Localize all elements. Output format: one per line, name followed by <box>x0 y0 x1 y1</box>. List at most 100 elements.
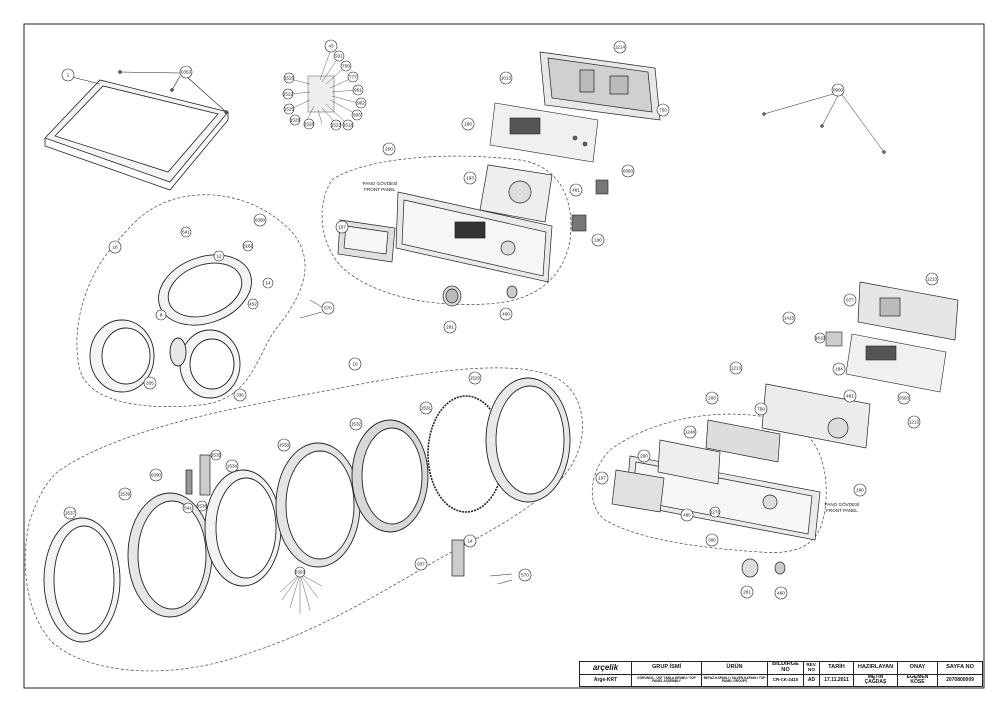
callout-c75: 281 <box>740 585 754 599</box>
svg-text:0900: 0900 <box>833 88 844 93</box>
svg-text:18: 18 <box>112 245 118 250</box>
hinge-parts <box>185 454 465 577</box>
svg-text:877: 877 <box>846 298 854 303</box>
title-block-logo-col: arçelik Arge-KRT <box>580 662 632 686</box>
callout-c36: 452 <box>247 298 259 310</box>
callout-c14: 1523 <box>330 119 342 131</box>
callout-c53: 0393 <box>294 566 306 578</box>
callout-c10: 1516 <box>342 119 354 131</box>
svg-text:281: 281 <box>446 325 454 330</box>
prepared-value: METİN ÇAĞDAŞ <box>854 675 897 687</box>
drawing-frame <box>23 23 985 689</box>
title-block-page-col: SAYFA NO 2070800009 <box>938 662 982 686</box>
svg-text:541: 541 <box>184 506 192 511</box>
callout-c64: 481 <box>843 389 857 403</box>
svg-text:1213: 1213 <box>909 420 920 425</box>
switch-parts-a <box>571 179 609 232</box>
svg-text:200: 200 <box>385 147 393 152</box>
control-bracket-top <box>539 51 661 121</box>
product-value: BEYAZ-KAPAKLI / SILVER-KAPAKLI TOP PANEL… <box>703 676 766 684</box>
svg-text:200: 200 <box>640 454 648 459</box>
svg-text:777: 777 <box>349 75 357 80</box>
callout-c68: 1248 <box>683 425 697 439</box>
callout-c50: 541 <box>182 502 194 514</box>
callout-c26: 197 <box>335 220 349 234</box>
svg-text:1213: 1213 <box>731 366 742 371</box>
callout-c51: 1537 <box>63 506 77 520</box>
screws-right <box>299 91 886 585</box>
svg-text:1531: 1531 <box>421 406 432 411</box>
svg-text:1520: 1520 <box>470 376 481 381</box>
svg-text:336: 336 <box>236 393 244 398</box>
svg-text:541: 541 <box>182 230 190 235</box>
callout-c39: 335 <box>143 376 157 390</box>
callout-c76: 460 <box>774 586 788 600</box>
svg-text:12: 12 <box>216 254 222 259</box>
callout-c23: 193 <box>463 171 477 185</box>
svg-text:1013: 1013 <box>501 76 512 81</box>
svg-text:1535: 1535 <box>211 453 222 458</box>
svg-text:184: 184 <box>835 367 843 372</box>
arcelik-logo: arçelik <box>592 662 619 672</box>
svg-text:1534: 1534 <box>227 464 238 469</box>
svg-text:931: 931 <box>335 54 343 59</box>
approve-header: ONAY <box>898 662 937 675</box>
svg-text:0393: 0393 <box>623 169 634 174</box>
rev-header-line1: REV. <box>806 662 817 668</box>
svg-text:460: 460 <box>777 591 785 596</box>
callout-c34: 0181 <box>242 240 254 252</box>
callout-c17: 1214 <box>613 40 627 54</box>
callout-c62: 1213 <box>729 361 743 375</box>
callout-c12: 1522 <box>282 88 294 100</box>
bracket-750 <box>761 383 871 449</box>
svg-text:14: 14 <box>467 539 473 544</box>
callout-c20: 186 <box>461 117 475 131</box>
svg-text:1214: 1214 <box>615 45 626 50</box>
screws-lid <box>67 70 228 114</box>
svg-text:43: 43 <box>328 44 334 49</box>
callout-c40: 336 <box>233 388 247 402</box>
detergent-drawer-a <box>337 219 396 263</box>
front-panel-label-b: PANO GÖVDESİ FRONT PANEL <box>825 501 860 513</box>
svg-text:1537: 1537 <box>65 511 76 516</box>
callout-c49: 0390 <box>149 468 163 482</box>
svg-text:0390: 0390 <box>151 473 162 478</box>
group-value: GÖRÜNÜŞ - ÜST TABLA GRUBU / TOP PANEL AS… <box>637 676 696 684</box>
callout-c5: 700 <box>340 60 352 72</box>
callout-c47: 1535 <box>210 449 222 461</box>
doc-header-line2: NO <box>781 666 790 673</box>
screw-bundle-lower <box>279 573 323 614</box>
door-rings-group <box>43 377 571 643</box>
callout-c16: 1529 <box>289 114 301 126</box>
svg-text:0380: 0380 <box>255 218 266 223</box>
title-block: arçelik Arge-KRT GRUP İSMİ GÖRÜNÜŞ - ÜST… <box>579 661 983 687</box>
svg-text:200: 200 <box>708 396 716 401</box>
svg-text:481: 481 <box>572 188 580 193</box>
svg-text:750: 750 <box>757 407 765 412</box>
callout-c25: 481 <box>569 183 583 197</box>
callout-c13: 1525 <box>283 103 295 115</box>
svg-text:197: 197 <box>338 225 346 230</box>
title-block-group-col: GRUP İSMİ GÖRÜNÜŞ - ÜST TABLA GRUBU / TO… <box>632 662 702 686</box>
front-panel-b-line2: FRONT PANEL <box>826 508 858 513</box>
callout-c72: 485 <box>680 508 694 522</box>
callout-c27: 190 <box>591 233 605 247</box>
date-value: 17.11.2011 <box>824 676 849 683</box>
svg-text:190: 190 <box>594 238 602 243</box>
title-block-date-col: TARİH 17.11.2011 <box>820 662 854 686</box>
inner-ring-336 <box>169 329 241 399</box>
title-block-logo: arçelik <box>580 662 631 675</box>
callout-c7: 901 <box>352 84 364 96</box>
front-panel-b-line1: PANO GÖVDESİ <box>825 501 860 507</box>
svg-text:0353: 0353 <box>181 70 192 75</box>
rev-header: REV. NO <box>804 662 819 675</box>
svg-text:1528: 1528 <box>304 122 315 127</box>
callout-c4: 931 <box>333 50 345 62</box>
svg-text:902: 902 <box>357 101 365 106</box>
front-panel-a <box>395 191 553 283</box>
doc-header: BİLDİRGE NO <box>768 662 803 675</box>
callout-c37: 570 <box>321 301 335 315</box>
control-pcb <box>489 102 599 163</box>
rev-value: AD <box>807 676 816 683</box>
title-block-company: Arge-KRT <box>593 676 618 683</box>
